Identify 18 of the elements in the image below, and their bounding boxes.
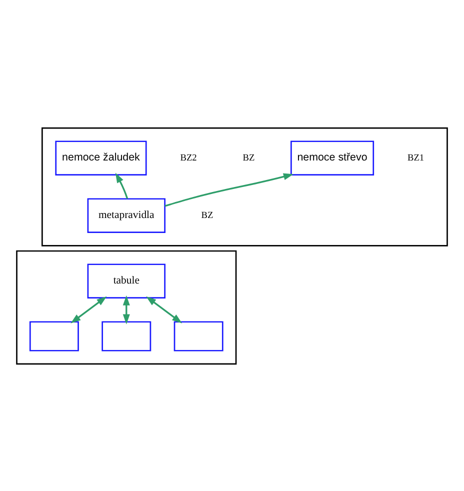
arrow	[146, 296, 182, 323]
cluster	[42, 126, 448, 246]
node-box	[29, 320, 79, 351]
arrow	[70, 296, 107, 323]
node-label: BZ2	[180, 153, 197, 164]
node-label: BZ1	[408, 153, 424, 164]
node-box: metapravidla	[87, 198, 166, 232]
arrow	[122, 294, 130, 324]
arrow	[164, 172, 294, 206]
node-box: nemoce střevo	[290, 140, 374, 175]
node-box: nemoce žaludek	[55, 140, 147, 175]
node-box	[174, 320, 224, 351]
cluster	[16, 250, 237, 364]
node-label: BZ	[201, 210, 214, 221]
label: BZ	[242, 153, 255, 164]
node-box	[102, 320, 152, 351]
arrow	[115, 172, 128, 198]
node-box: tabule	[87, 263, 166, 298]
